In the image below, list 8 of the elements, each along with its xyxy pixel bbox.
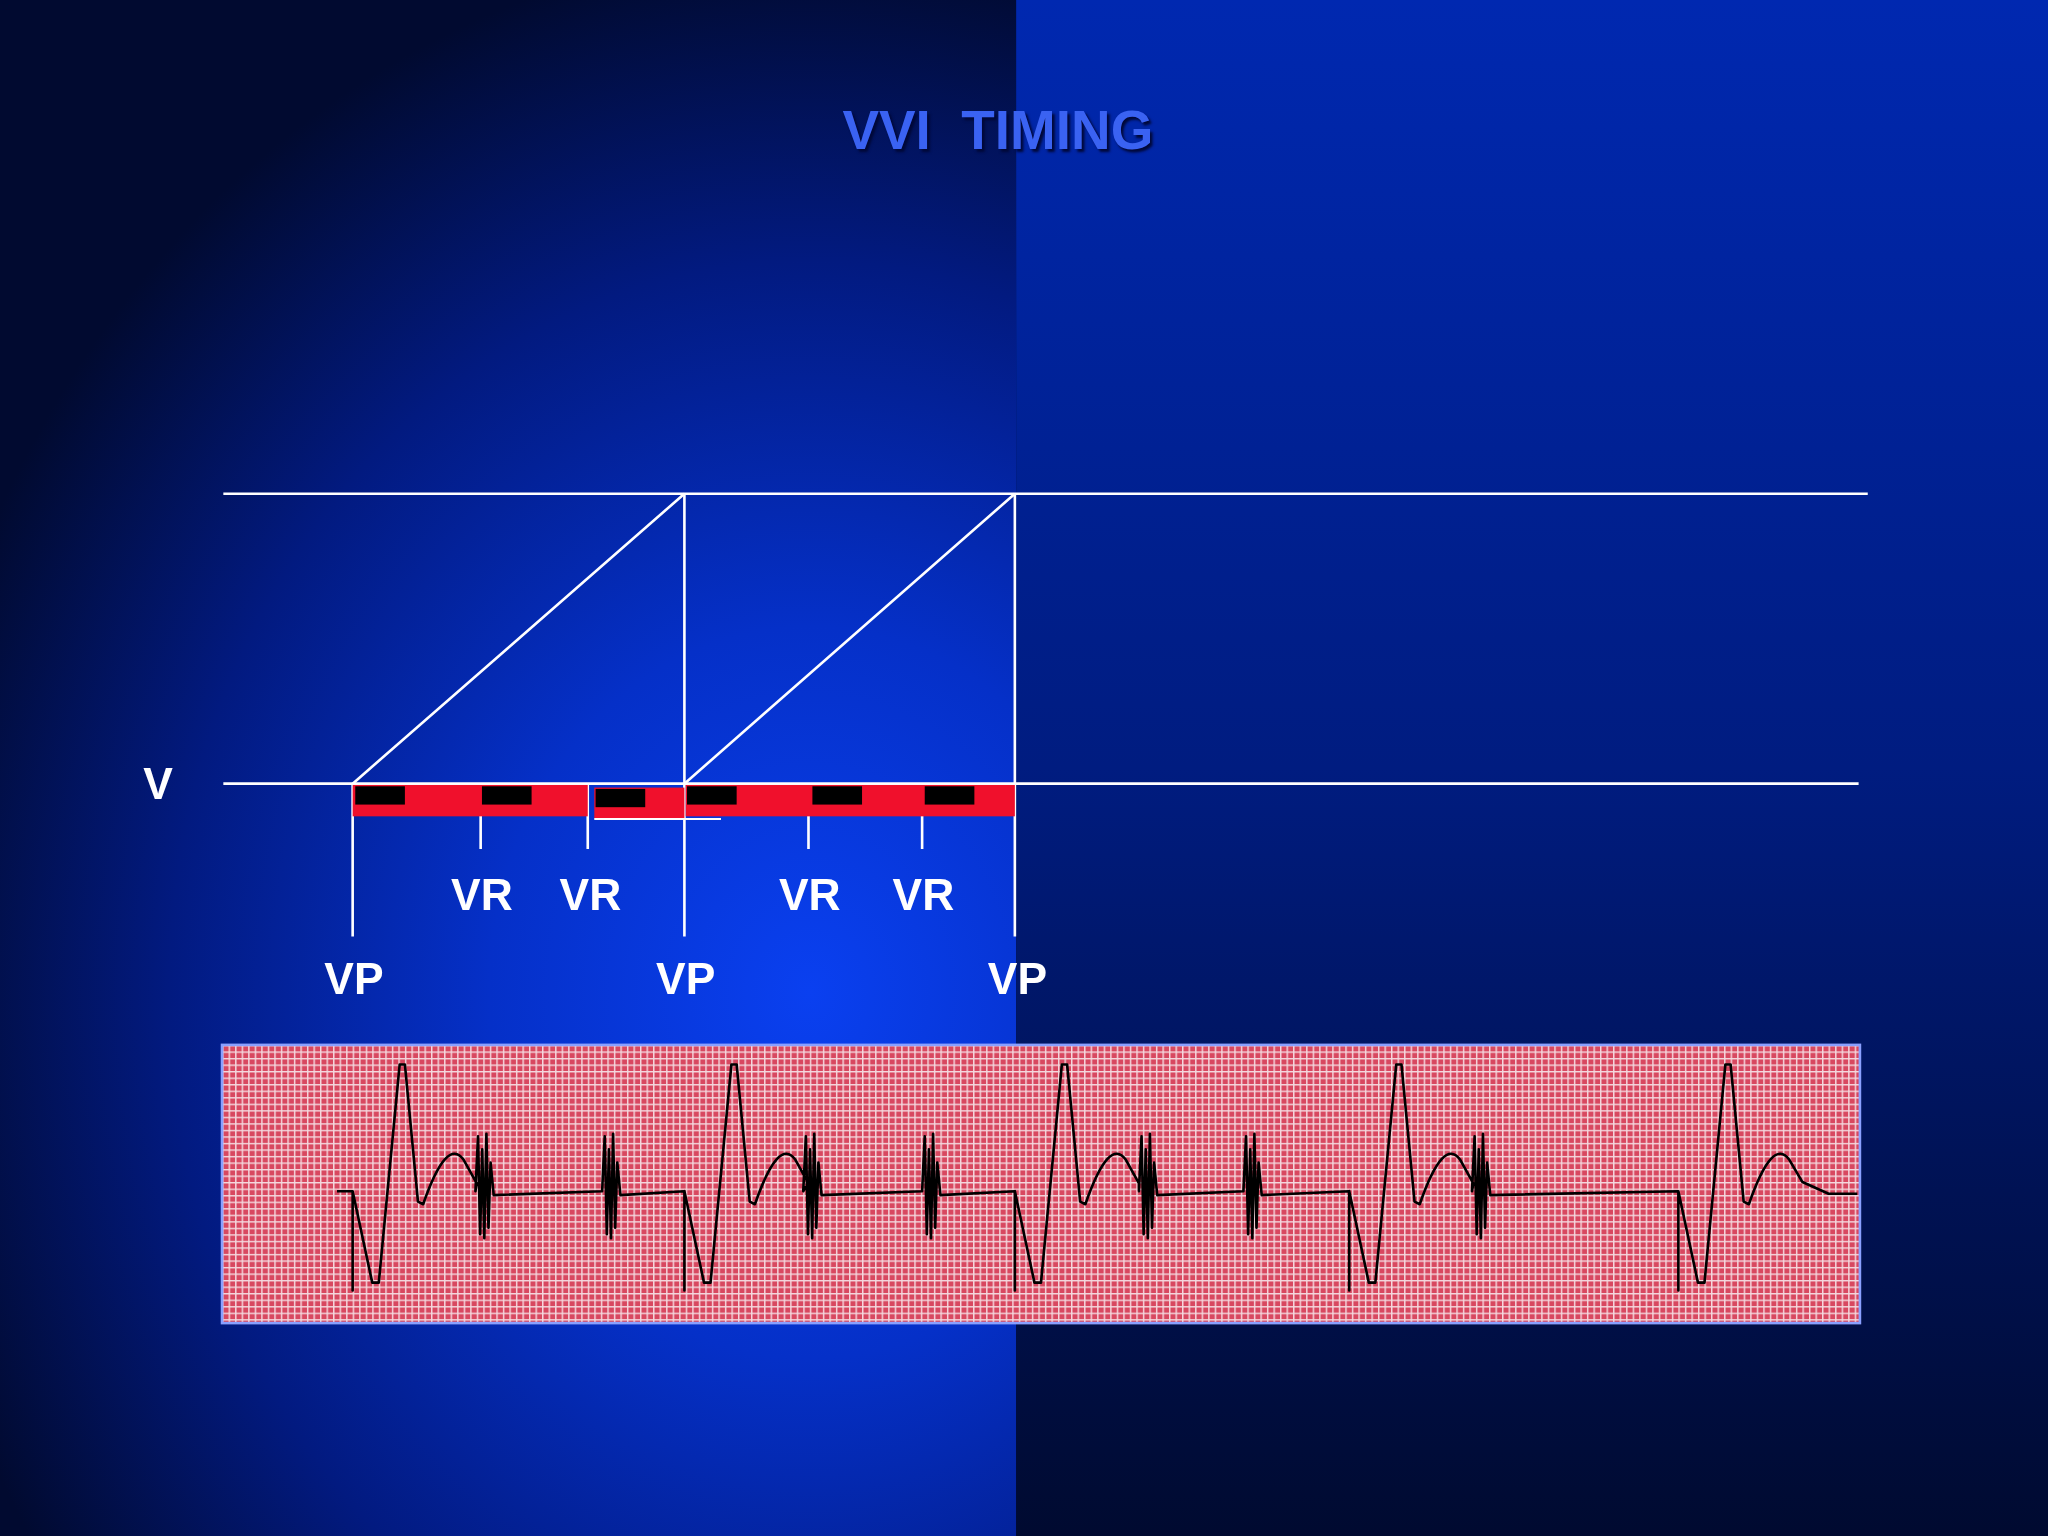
event-label: VR <box>559 872 622 917</box>
event-label: VP <box>656 956 716 1001</box>
event-label: VR <box>778 872 841 917</box>
axis-label: V <box>143 761 173 806</box>
event-label: VP <box>324 956 384 1001</box>
event-label: VR <box>892 872 955 917</box>
event-label: VR <box>451 872 513 917</box>
event-label: VP <box>987 956 1048 1001</box>
